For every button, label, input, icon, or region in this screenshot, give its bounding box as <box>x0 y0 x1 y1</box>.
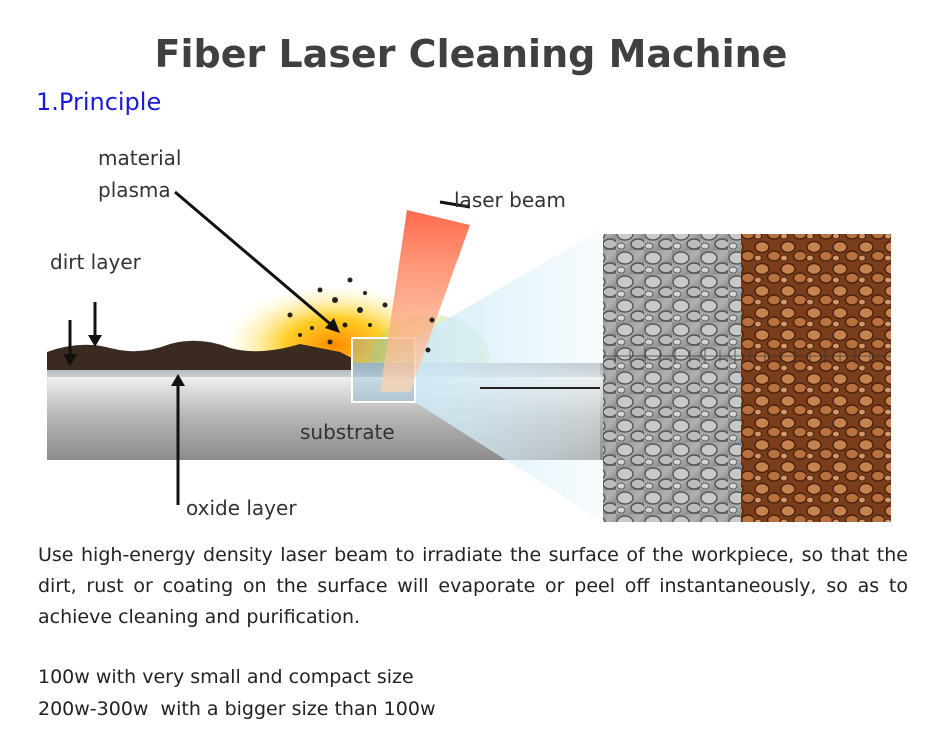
laser-beam-label: laser beam <box>454 188 566 212</box>
oxide-layer-label: oxide layer <box>186 496 297 520</box>
annotation-arrows <box>63 190 471 505</box>
photo-ruler <box>603 348 891 364</box>
spec-line: 100w with very small and compact size <box>38 666 414 688</box>
substrate-label: substrate <box>300 420 395 444</box>
dirt-layer-label: dirt layer <box>50 250 141 274</box>
page-title: Fiber Laser Cleaning Machine <box>154 32 788 76</box>
spec-line: 200w-300w with a bigger size than 100w <box>38 698 436 720</box>
laser-cleaning-diagram: material plasma laser beam dirt layer su… <box>0 130 942 530</box>
rusted-surface-photo <box>741 234 891 522</box>
cleaned-surface-photo <box>603 234 741 522</box>
magnification-cone <box>415 230 600 520</box>
material-plasma-line2: plasma <box>98 178 171 202</box>
dirt-layer-band <box>47 340 352 370</box>
section-heading: 1.Principle <box>36 88 162 116</box>
diagram-illustration <box>47 190 891 522</box>
material-plasma-label: material plasma <box>98 142 181 206</box>
debris-particles <box>287 277 435 353</box>
material-plasma-line1: material <box>98 146 182 170</box>
laser-beam-shape <box>380 210 470 392</box>
description-paragraph: Use high-energy density laser beam to ir… <box>38 544 908 628</box>
